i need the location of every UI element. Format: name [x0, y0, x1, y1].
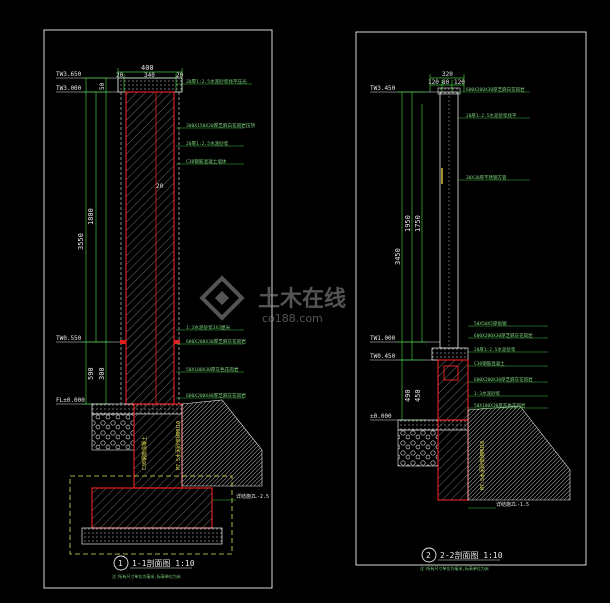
s2-cap	[431, 347, 469, 361]
s1-level-0: TW3.650	[56, 71, 82, 78]
s1-level-3: FL±0.000	[56, 397, 85, 404]
s1-wall-core	[125, 91, 175, 405]
s1-title: 1-1剖面图 1:10	[132, 558, 195, 568]
s2-vdim-1: 1950	[404, 215, 412, 232]
s2-footing-note: 详结施ZL-1.5	[496, 501, 529, 508]
s1-dim-mid: 340	[144, 72, 155, 79]
s1-joints	[120, 340, 180, 344]
s1-inner-dim: 20	[156, 183, 164, 190]
s1-earth	[181, 399, 263, 487]
watermark: 土木在线 co188.com	[199, 275, 346, 325]
s2-note-0: 600X200X30厚芝麻白花岗岩	[466, 86, 525, 93]
s2-level-3: ±0.000	[370, 413, 392, 420]
s2-vdim-2: 1750	[414, 215, 422, 232]
s1-level-2: TW0.550	[56, 335, 82, 342]
s2-level-1: TW1.000	[370, 335, 396, 342]
s2-note-3: 50X50X5厚角钢	[474, 320, 507, 327]
s2-note-7: 600X200X30厚芝麻灰花岗岩	[474, 376, 533, 383]
s2-title-circle	[421, 547, 437, 563]
s2-stem	[437, 419, 469, 501]
s2-subtitle: 注:所有尺寸单位为毫米,标高单位为米	[420, 565, 489, 571]
watermark-logo-icon	[199, 275, 245, 321]
s2-note-1: 20厚1:2.5水泥砂浆找平	[466, 112, 517, 119]
s1-note-6: 50X100X30厚灰色花岗岩	[186, 366, 239, 373]
s1-note-2: 20厚1:2.5水泥砂浆	[186, 140, 229, 147]
s2-note-5: 20厚1:2.5水泥砂浆	[474, 346, 516, 353]
section1-vertical-dims	[82, 77, 110, 405]
s1-leaders	[176, 83, 252, 399]
s2-title: 2-2剖面图 1:10	[440, 550, 503, 560]
s1-level-1: TW3.000	[56, 85, 82, 92]
watermark-en: co188.com	[262, 312, 323, 325]
s2-vdim-3: 490	[404, 389, 412, 402]
section1-frame	[43, 29, 273, 589]
s2-note-8: 1:3水泥砂浆	[474, 390, 501, 397]
s1-footing-note: 详结施ZL-2.5	[236, 493, 269, 500]
section2-frame	[355, 31, 587, 566]
s1-vdim-4: 50	[99, 82, 106, 90]
watermark-cn: 土木在线	[258, 286, 346, 312]
s2-dim-3: 320	[442, 71, 453, 78]
s1-subtitle: 注:所有尺寸单位为毫米,标高单位为米	[112, 573, 181, 579]
s1-note-0: 20厚1:2.5水泥砂浆找平压光	[186, 78, 247, 85]
section2-vertical-dims	[398, 91, 426, 421]
s1-cladding	[120, 92, 180, 404]
s1-vdim-1: 1800	[87, 208, 95, 225]
s2-dim-0: 120	[428, 79, 439, 86]
s1-number: 1	[118, 559, 123, 568]
s2-vdim-4: 450	[414, 389, 422, 402]
s2-dim-2: 120	[454, 79, 465, 86]
s2-wall-core	[437, 359, 469, 421]
s2-note-2: 30X30厚不锈钢方管	[466, 174, 507, 181]
s1-note-7: 600X200X40厚芝麻灰花岗岩	[186, 392, 246, 399]
s1-vnote-1: C30钢筋混凝土	[141, 436, 148, 470]
s1-vnote-0: M7.5水泥砂浆砌MU10	[175, 421, 182, 470]
s2-post-cap	[437, 87, 461, 95]
s2-earth	[467, 405, 571, 501]
s1-vdim-0: 3550	[77, 233, 85, 250]
s2-vnote-0: M7.5水泥砂浆砌MU10	[479, 441, 486, 490]
s1-note-1: 300X150X20厚芝麻白花岗岩压顶	[186, 122, 255, 129]
s2-leaders	[458, 91, 548, 409]
s2-level-0: TW3.450	[370, 85, 396, 92]
s2-note-4: 600X200X30厚芝麻灰花岗岩	[474, 332, 533, 339]
s1-note-3: C30钢筋混凝土墙体	[186, 158, 227, 165]
s1-title-circle	[113, 555, 129, 571]
s1-vdim-3: 300	[98, 367, 106, 380]
s1-footing	[91, 487, 213, 529]
s2-vdim-0: 3450	[394, 248, 402, 265]
s1-capstone	[117, 77, 183, 93]
section2-levels	[370, 91, 440, 421]
s1-footing-base	[81, 527, 223, 545]
s1-dim-total: 400	[141, 64, 154, 72]
s2-number: 2	[426, 551, 431, 560]
s2-anchor	[443, 365, 459, 381]
s2-level-2: TW0.450	[370, 353, 396, 360]
s1-footing-outline	[69, 475, 233, 555]
s2-note-6: C30钢筋混凝土	[474, 360, 505, 367]
s1-note-5: 600X200X30厚芝麻灰花岗岩	[186, 338, 246, 345]
s2-gravel	[397, 429, 439, 467]
s1-dim-left: 20	[116, 72, 124, 79]
s1-note-4: 1:3水泥砂浆3X3厘米	[186, 324, 231, 331]
s2-note-9: 50X100X30厚灰色花岗岩	[474, 402, 526, 409]
section1-levels	[56, 77, 120, 405]
s1-vdim-2: 590	[87, 367, 95, 380]
s1-dim-right: 20	[176, 72, 184, 79]
s1-gravel	[91, 413, 135, 451]
s2-dim-1: 80	[442, 79, 450, 86]
